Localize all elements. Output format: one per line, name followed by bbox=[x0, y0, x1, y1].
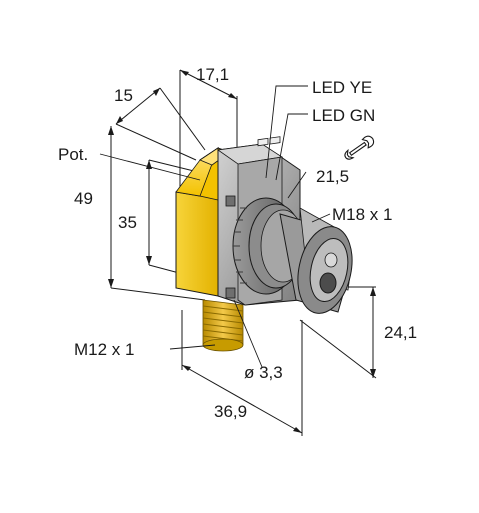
wrench-icon bbox=[344, 135, 375, 160]
dimension-lens-height-label: 24,1 bbox=[384, 323, 417, 342]
sensor-body bbox=[175, 136, 353, 352]
dimension-arrows bbox=[108, 70, 376, 433]
dimension-depth-top-label: 15 bbox=[114, 86, 133, 105]
m12-connector bbox=[202, 299, 244, 352]
thread-front-label: M18 x 1 bbox=[332, 205, 392, 224]
dimension-width-top-label: 17,1 bbox=[196, 65, 229, 84]
front-lens-housing bbox=[279, 207, 353, 314]
screws bbox=[225, 195, 236, 299]
dimension-length-total-label: 36,9 bbox=[214, 402, 247, 421]
thread-connector-label: M12 x 1 bbox=[74, 340, 134, 359]
wrench-size-label: 21,5 bbox=[316, 167, 349, 186]
dimension-lines bbox=[110, 69, 377, 436]
pot-label: Pot. bbox=[58, 145, 88, 164]
leader-lines bbox=[99, 85, 331, 368]
dimension-height-body-label: 35 bbox=[118, 213, 137, 232]
led-gn-label: LED GN bbox=[312, 106, 375, 125]
dimension-height-total-label: 49 bbox=[74, 189, 93, 208]
hole-diameter-label: ø 3,3 bbox=[244, 363, 283, 382]
led-windows bbox=[257, 136, 281, 147]
led-ye-label: LED YE bbox=[312, 78, 372, 97]
